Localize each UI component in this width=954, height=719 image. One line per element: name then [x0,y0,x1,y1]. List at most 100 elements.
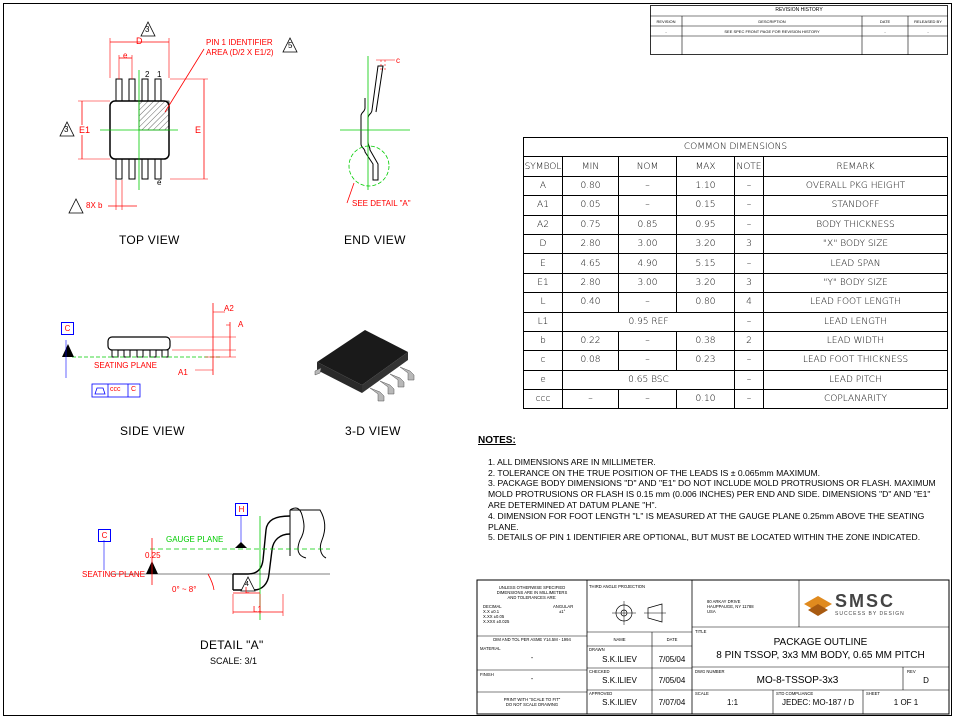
table-cell: 0.10 [676,389,735,410]
label-dim-e: E [195,125,202,135]
label-num-5: 5 [288,41,293,50]
table-cell: – [618,389,677,410]
table-cell: L1 [523,311,563,332]
table-cell: L [523,292,563,313]
rev-cell-revision: - [665,29,667,34]
top-view-leads-bottom [115,157,162,180]
table-cell: 3.20 [676,233,735,255]
tolerance-note-0: UNLESS OTHERWISE SPECIFIED [498,585,566,590]
ccc-frame-c: C [131,386,137,393]
table-title-row: COMMON DIMENSIONS [523,136,948,158]
label-dim-e1: E1 [79,125,91,135]
sheet-label: SHEET [866,691,880,696]
table-cell: A1 [523,195,563,216]
label-a1: A1 [178,368,188,377]
label-pitch-e-bottom: e [157,178,162,187]
smsc-logo-tagline: SUCCESS BY DESIGN [835,611,905,617]
table-cell: 0.08 [562,350,619,371]
approved-name: S.K.ILIEV [602,698,637,707]
table-cell: – [734,175,764,197]
rev-header-description: DESCRIPTION [758,19,786,24]
label-angle: 0° ~ 8° [172,585,197,594]
label-num-4: 4 [245,581,249,588]
revision-history: REVISION HISTORY REVISION DESCRIPTION DA… [650,5,948,55]
rev-header-revision: REVISION [656,19,676,24]
table-cell: – [734,350,764,371]
see-detail-label: SEE DETAIL "A" [352,199,411,208]
pin1-area [138,100,170,131]
table-cell: LEAD PITCH [763,369,948,391]
table-cell: STANDOFF [763,195,948,216]
table-cell: 0.75 [562,214,619,235]
label-dim-e-pitch: e [123,51,128,60]
material-value: - [530,655,534,662]
table-cell: – [618,292,677,313]
side-view [62,303,236,398]
gauge-plane-label: GAUGE PLANE [166,535,224,544]
print-note-0: PRINT WITH "SCALE TO FIT" [503,697,561,702]
table-cell: A2 [523,214,563,235]
table-header-cell: MAX [676,156,735,177]
label-a: A [238,320,244,329]
table-cell: "Y" BODY SIZE [763,272,948,294]
table-row: ccc––0.10–COPLANARITY [523,389,948,410]
table-cell: 0.95 REF [562,311,735,332]
rev-header-date: DATE [879,19,891,24]
note-item: 2. TOLERANCE ON THE TRUE POSITION OF THE… [488,467,820,478]
date-header: DATE [666,637,678,642]
rev-label: REV [907,669,916,674]
table-cell: – [734,369,764,391]
table-cell: – [734,195,764,216]
angular-label: ANGULAR [553,604,574,609]
table-cell: 0.05 [562,195,619,216]
approved-date: 7/07/04 [658,698,686,707]
label-l1: L1 [253,605,262,614]
drawing-border [3,3,952,716]
dwg-number: MO-8-TSSOP-3x3 [756,675,839,686]
sheet-value: 1 OF 1 [893,698,919,707]
address-1: HAUPPAUGE, NY 11788 [707,604,754,609]
decimal-value-2: X.XXX ±0.025 [483,619,510,624]
material-label-visible: MATERIAL [480,646,501,651]
decimal-value-0: X.X ±0.1 [483,609,500,614]
rev-header-released: RELEASED BY [914,19,942,24]
table-cell: 0.65 BSC [562,369,735,391]
table-cell: LEAD FOOT THICKNESS [763,350,948,371]
note-item: 5. DETAILS OF PIN 1 IDENTIFIER ARE OPTIO… [488,532,921,543]
revision-history-grid [650,5,948,55]
top-view-leads-top [115,78,162,103]
table-cell: OVERALL PKG HEIGHT [763,175,948,197]
table-cell: 2.80 [562,233,619,255]
table-cell: c [523,350,563,371]
pin1-identifier-label: PIN 1 IDENTIFIER [206,38,273,47]
table-header-cell: SYMBOL [523,156,563,177]
label-a2: A2 [224,304,234,313]
checked-date: 7/05/04 [658,676,686,685]
approved-label: APPROVED [589,691,613,696]
end-view-title: END VIEW [344,233,406,247]
pin1-area-label: AREA (D/2 X E1/2) [206,48,274,57]
table-header-cell: NOTE [734,156,764,177]
table-cell: 0.80 [676,292,735,313]
datum-h: H [235,503,248,516]
table-cell: – [734,389,764,410]
common-dimensions-title: COMMON DIMENSIONS [523,136,948,158]
note-item: 3. PACKAGE BODY DIMENSIONS "D" AND "E1" … [488,478,936,510]
table-cell: – [618,175,677,197]
rev-cell-description: SEE SPEC FRONT PAGE FOR REVISION HISTORY [724,29,820,34]
three-d-view [314,330,415,402]
table-cell: – [734,253,764,274]
ccc-frame-ccc: ccc [110,386,121,393]
table-cell: 3 [734,272,764,294]
rev-value: D [923,676,929,685]
table-cell: 5.15 [676,253,735,274]
drawn-label: DRAWN [589,647,605,652]
table-header-cell: REMARK [763,156,948,177]
